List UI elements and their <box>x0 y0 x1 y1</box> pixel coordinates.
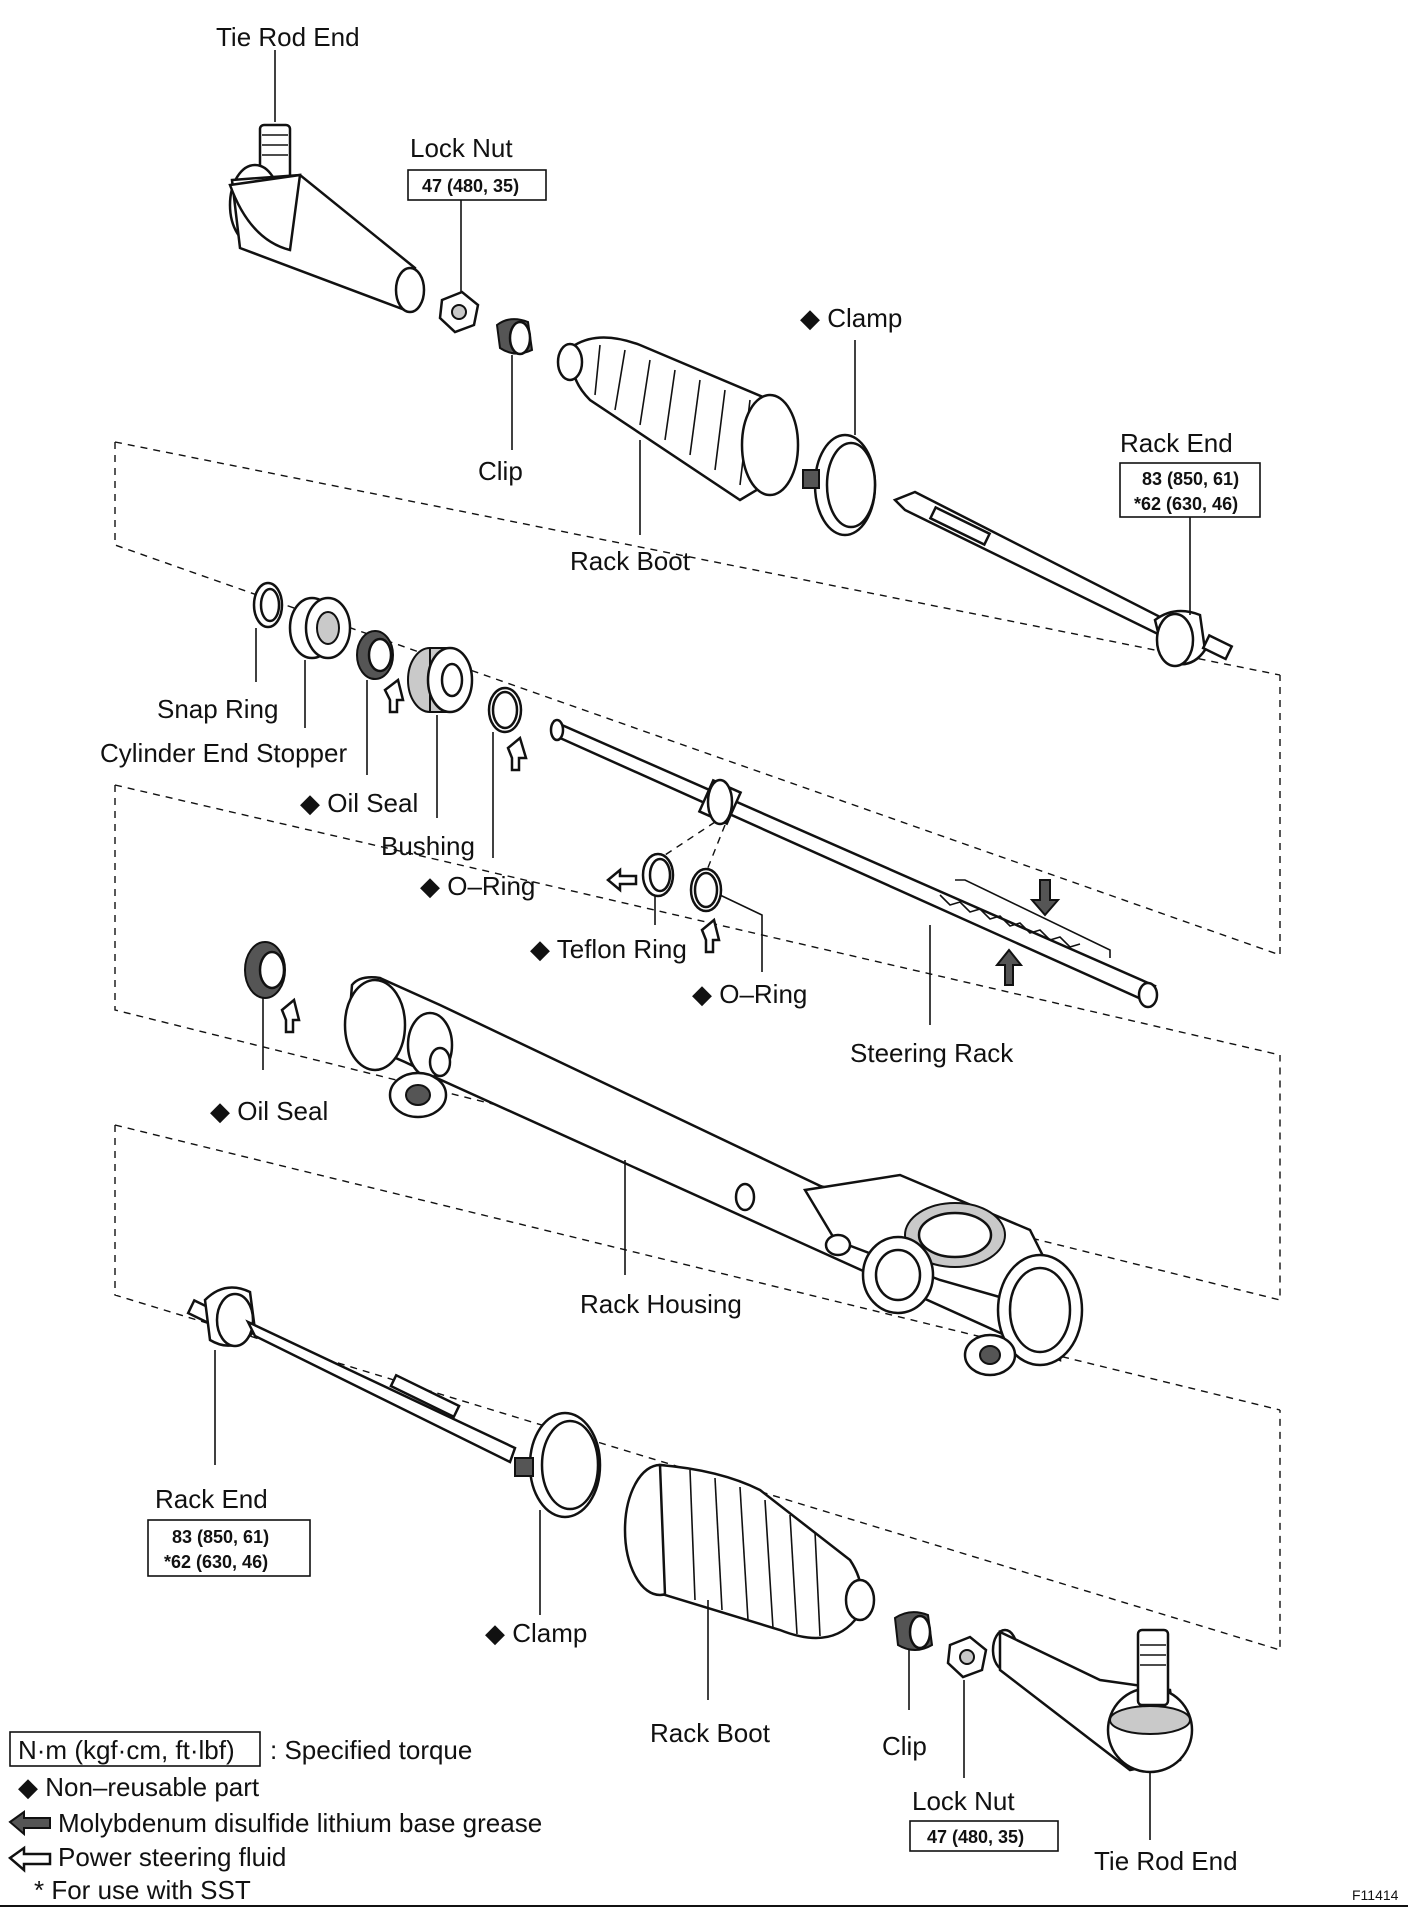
lock-nut-top-part <box>438 290 480 334</box>
tie-rod-end-bottom-part <box>991 1628 1194 1774</box>
lock-nut-top-torque: 47 (480, 35) <box>422 176 519 196</box>
rack-housing-part <box>343 976 1084 1377</box>
figure-id: F11414 <box>1352 1887 1399 1903</box>
oil-seal-lower-part <box>244 941 286 999</box>
rack-end-bottom-label: Rack End <box>155 1484 268 1514</box>
o-ring-2-guide <box>704 824 726 876</box>
clip-bottom-label: Clip <box>882 1731 927 1761</box>
o-ring-1-label: ◆ O–Ring <box>420 871 535 901</box>
legend-torque-desc: : Specified torque <box>270 1735 472 1765</box>
teflon-ring-label: ◆ Teflon Ring <box>530 934 687 964</box>
tie-rod-end-top-label: Tie Rod End <box>216 22 360 52</box>
oil-seal-upper-part <box>356 630 394 680</box>
legend-grease-arrow-icon <box>8 1810 51 1837</box>
bushing-label: Bushing <box>381 831 475 861</box>
steering-rack-grease-arrow-bottom-icon <box>994 948 1024 986</box>
legend-sst: * For use with SST <box>34 1875 251 1905</box>
oil-seal-lower-label: ◆ Oil Seal <box>210 1096 328 1126</box>
legend-torque-unit: N·m (kgf·cm, ft·lbf) <box>18 1735 235 1765</box>
rack-boot-top-part <box>556 336 800 502</box>
rack-end-bottom-torque-1: 83 (850, 61) <box>172 1527 269 1547</box>
snap-ring-label: Snap Ring <box>157 694 278 724</box>
o-ring-2-fluid-arrow-icon <box>700 917 721 954</box>
o-ring-2-label: ◆ O–Ring <box>692 979 807 1009</box>
oil-seal-upper-fluid-arrow-icon <box>383 677 405 714</box>
clamp-top-part <box>802 433 877 537</box>
tie-rod-end-top-part <box>228 123 426 314</box>
o-ring-2-leader <box>719 894 763 972</box>
legend-fluid: Power steering fluid <box>58 1842 286 1872</box>
lock-nut-top-label: Lock Nut <box>410 133 513 163</box>
clamp-bottom-part <box>514 1411 602 1519</box>
lock-nut-top-torque-box <box>407 169 547 201</box>
lock-nut-bottom-part <box>946 1635 988 1679</box>
clip-bottom-part <box>893 1611 934 1651</box>
rack-boot-bottom-label: Rack Boot <box>650 1718 771 1748</box>
cylinder-end-stopper-part <box>288 596 352 660</box>
steering-rack-part <box>549 718 1159 1009</box>
rack-end-top-part <box>892 490 1234 668</box>
rack-end-top-torque-box <box>1119 462 1261 518</box>
rack-end-bottom-torque-2: *62 (630, 46) <box>164 1552 268 1572</box>
rack-end-top-torque-1: 83 (850, 61) <box>1142 469 1239 489</box>
legend-fluid-arrow-icon <box>7 1845 52 1873</box>
teflon-ring-guide <box>664 821 716 856</box>
o-ring-1-part <box>487 686 523 734</box>
rack-end-top-torque-2: *62 (630, 46) <box>1134 494 1238 514</box>
clamp-bottom-label: ◆ Clamp <box>485 1618 587 1648</box>
lock-nut-bottom-torque: 47 (480, 35) <box>927 1827 1024 1847</box>
oil-seal-upper-label: ◆ Oil Seal <box>300 788 418 818</box>
lock-nut-bottom-label: Lock Nut <box>912 1786 1015 1816</box>
bushing-part <box>407 646 474 714</box>
clip-top-label: Clip <box>478 456 523 486</box>
oil-seal-lower-fluid-arrow-icon <box>280 997 301 1034</box>
snap-ring-part <box>252 581 284 629</box>
legend: N·m (kgf·cm, ft·lbf) : Specified torque … <box>7 1731 542 1905</box>
rack-boot-bottom-part <box>623 1463 876 1640</box>
lock-nut-bottom-torque-box <box>909 1820 1059 1852</box>
legend-non-reusable: ◆ Non–reusable part <box>18 1772 260 1802</box>
steering-rack-grease-arrow-top-icon <box>1029 879 1061 917</box>
rack-end-bottom-torque-box <box>147 1519 311 1577</box>
teflon-ring-fluid-arrow-icon <box>606 867 638 893</box>
rack-boot-top-label: Rack Boot <box>570 546 691 576</box>
o-ring-1-fluid-arrow-icon <box>506 735 528 772</box>
clip-top-part <box>495 318 534 356</box>
rack-end-top-label: Rack End <box>1120 428 1233 458</box>
clamp-top-label: ◆ Clamp <box>800 303 902 333</box>
teflon-ring-part <box>641 852 675 898</box>
cylinder-end-stopper-label: Cylinder End Stopper <box>100 738 347 768</box>
steering-rack-label: Steering Rack <box>850 1038 1014 1068</box>
rack-housing-label: Rack Housing <box>580 1289 742 1319</box>
rack-end-bottom-part <box>186 1286 517 1464</box>
o-ring-2-part <box>689 867 723 913</box>
tie-rod-end-bottom-label: Tie Rod End <box>1094 1846 1238 1876</box>
legend-grease: Molybdenum disulfide lithium base grease <box>58 1808 542 1838</box>
legend-torque-box <box>9 1731 261 1767</box>
